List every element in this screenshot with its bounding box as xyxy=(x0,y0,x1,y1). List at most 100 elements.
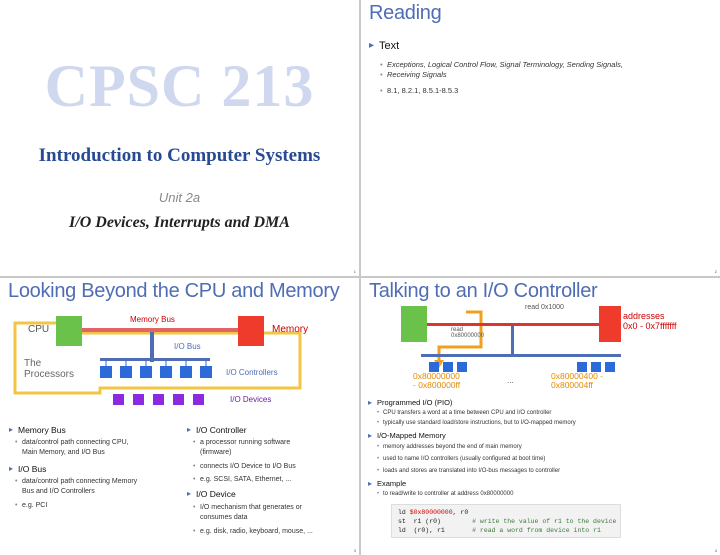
code-3-op: ld (r0), r1 xyxy=(398,527,473,534)
cpu-box xyxy=(401,306,427,342)
code-1-hex: $0x80000000 xyxy=(409,509,453,516)
io-devices-label: I/O Devices xyxy=(230,395,272,404)
io-bus-desc: data/control path connecting Memory Bus … xyxy=(15,477,138,497)
code-1-rest: , r0 xyxy=(452,509,469,516)
controller-1 xyxy=(429,362,439,372)
range-2-start: 0x80000400 - xyxy=(551,371,603,381)
addresses-line1: addresses xyxy=(623,311,665,321)
iod-desc-1: I/O mechanism that generates or xyxy=(200,504,302,511)
unit-label: Unit 2a xyxy=(158,190,201,205)
iom-desc-3: loads and stores are translated into I/O… xyxy=(377,467,560,475)
pio-desc-2: typically use standard load/store instru… xyxy=(377,419,576,427)
code-line-3: ld (r0), r1 # read a word from device in… xyxy=(398,526,614,535)
slide-beyond-cpu: Looking Beyond the CPU and Memory xyxy=(0,278,359,555)
ioc-desc-2: (firmware) xyxy=(200,449,232,456)
controller-5 xyxy=(591,362,601,372)
course-subtitle: Introduction to Computer Systems xyxy=(38,145,321,166)
processors-label-line1: The xyxy=(24,358,42,369)
pio-bullet: Programmed I/O (PIO) xyxy=(368,398,452,407)
system-diagram xyxy=(13,316,302,405)
device-2 xyxy=(133,394,144,405)
code-1-op: ld xyxy=(398,509,410,516)
range-1-end: - 0x800000ff xyxy=(413,380,461,390)
page-number: 1 xyxy=(353,269,356,274)
iom-desc-1: memory addresses beyond the end of main … xyxy=(377,443,522,451)
read-small-label: read 0x80000000 xyxy=(451,327,484,339)
unit-topic: I/O Devices, Interrupts and DMA xyxy=(69,214,290,231)
io-controller-desc: a processor running software (firmware) xyxy=(193,438,291,458)
device-1 xyxy=(113,394,124,405)
io-controllers xyxy=(429,362,615,372)
controller-5 xyxy=(180,366,192,378)
range-1-label: 0x80000000 - 0x800000ff xyxy=(413,372,460,390)
mb-desc-2: Main Memory, and I/O Bus xyxy=(22,449,105,456)
iob-desc-2: Bus and I/O Controllers xyxy=(22,488,95,495)
io-controller-examples: e.g. SCSI, SATA, Ethernet, ... xyxy=(193,475,291,485)
page-number: 4 xyxy=(714,548,717,553)
slide-reading: Reading Text Exceptions, Logical Control… xyxy=(361,0,720,276)
code-2-comment: # write the value of r1 to the device xyxy=(472,518,617,525)
memory-bus-bullet: Memory Bus xyxy=(9,425,66,435)
code-line-1: ld $0x80000000, r0 xyxy=(398,508,614,517)
slide-title: CPSC 213 Introduction to Computer System… xyxy=(0,0,359,276)
io-bus-drop xyxy=(150,332,154,362)
io-bus-line xyxy=(421,354,621,357)
bullet-text: Text xyxy=(369,40,399,52)
iom-desc-2: used to name I/O controllers (usually co… xyxy=(377,455,545,463)
controller-3 xyxy=(457,362,467,372)
controller-3 xyxy=(140,366,152,378)
iom-bullet: I/O-Mapped Memory xyxy=(368,431,446,440)
processors-label-line2: Processors xyxy=(24,369,75,380)
memory-bus-line xyxy=(80,328,240,332)
mb-desc-1: data/control path connecting CPU, xyxy=(22,439,129,446)
example-bullet: Example xyxy=(368,479,406,488)
io-device-bullet: I/O Device xyxy=(187,489,236,499)
io-controllers-label: I/O Controllers xyxy=(226,368,278,377)
addresses-line2: 0x0 - 0x7fffffff xyxy=(623,321,677,331)
io-bus-label: I/O Bus xyxy=(174,342,201,351)
read-small-1: read xyxy=(451,327,464,333)
slide-title: Reading xyxy=(369,2,442,24)
reading-item-text: Receiving Signals xyxy=(387,70,447,79)
io-bus-bullet: I/O Bus xyxy=(9,464,46,474)
example-desc: to read/write to controller at address 0… xyxy=(377,490,513,498)
read-small-2: 0x80000000 xyxy=(451,333,485,339)
io-controller-connects: connects I/O Device to I/O Bus xyxy=(193,462,296,472)
reading-item: Exceptions, Logical Control Flow, Signal… xyxy=(380,60,623,70)
io-device-desc: I/O mechanism that generates or consumes… xyxy=(193,503,302,523)
memory-bus-desc: data/control path connecting CPU, Main M… xyxy=(15,438,129,458)
pio-desc-1: CPU transfers a word at a time between C… xyxy=(377,409,551,417)
io-devices xyxy=(113,394,204,405)
io-controller-bullet: I/O Controller xyxy=(187,425,246,435)
ioc-desc-1: a processor running software xyxy=(200,439,291,446)
read-arrow-path xyxy=(437,310,483,362)
device-4 xyxy=(173,394,184,405)
io-bus-line xyxy=(100,358,210,361)
controller-4 xyxy=(577,362,587,372)
memory-bus-line xyxy=(421,323,621,326)
range-2-label: 0x80000400 - 0x800004ff xyxy=(551,372,603,390)
reading-item-cont: Receiving Signals xyxy=(380,70,447,80)
controller-6 xyxy=(200,366,212,378)
controller-2 xyxy=(120,366,132,378)
controller-4 xyxy=(160,366,172,378)
slide-title: Looking Beyond the CPU and Memory xyxy=(8,280,340,302)
device-3 xyxy=(153,394,164,405)
cpu-label: CPU xyxy=(28,324,50,335)
code-line-2: st r1 (r0) # write the value of r1 to th… xyxy=(398,517,617,526)
iod-desc-2: consumes data xyxy=(200,514,248,521)
code-example: ld $0x80000000, r0 st r1 (r0) # write th… xyxy=(391,504,621,538)
range-1-start: 0x80000000 xyxy=(413,371,460,381)
io-bus-drop xyxy=(511,326,514,356)
slide-talking-io: Talking to an I/O Controller read 0x1000… xyxy=(361,278,720,555)
device-5 xyxy=(193,394,204,405)
io-bus-example: e.g. PCI xyxy=(15,501,47,511)
reading-sections: 8.1, 8.2.1, 8.5.1-8.5.3 xyxy=(380,86,458,96)
io-controllers xyxy=(100,366,212,378)
memory-box xyxy=(238,316,264,346)
cpu-box xyxy=(56,316,82,346)
code-2-op: st r1 (r0) xyxy=(398,518,473,525)
controller-1 xyxy=(100,366,112,378)
controller-6 xyxy=(605,362,615,372)
iob-desc-1: data/control path connecting Memory xyxy=(22,478,138,485)
